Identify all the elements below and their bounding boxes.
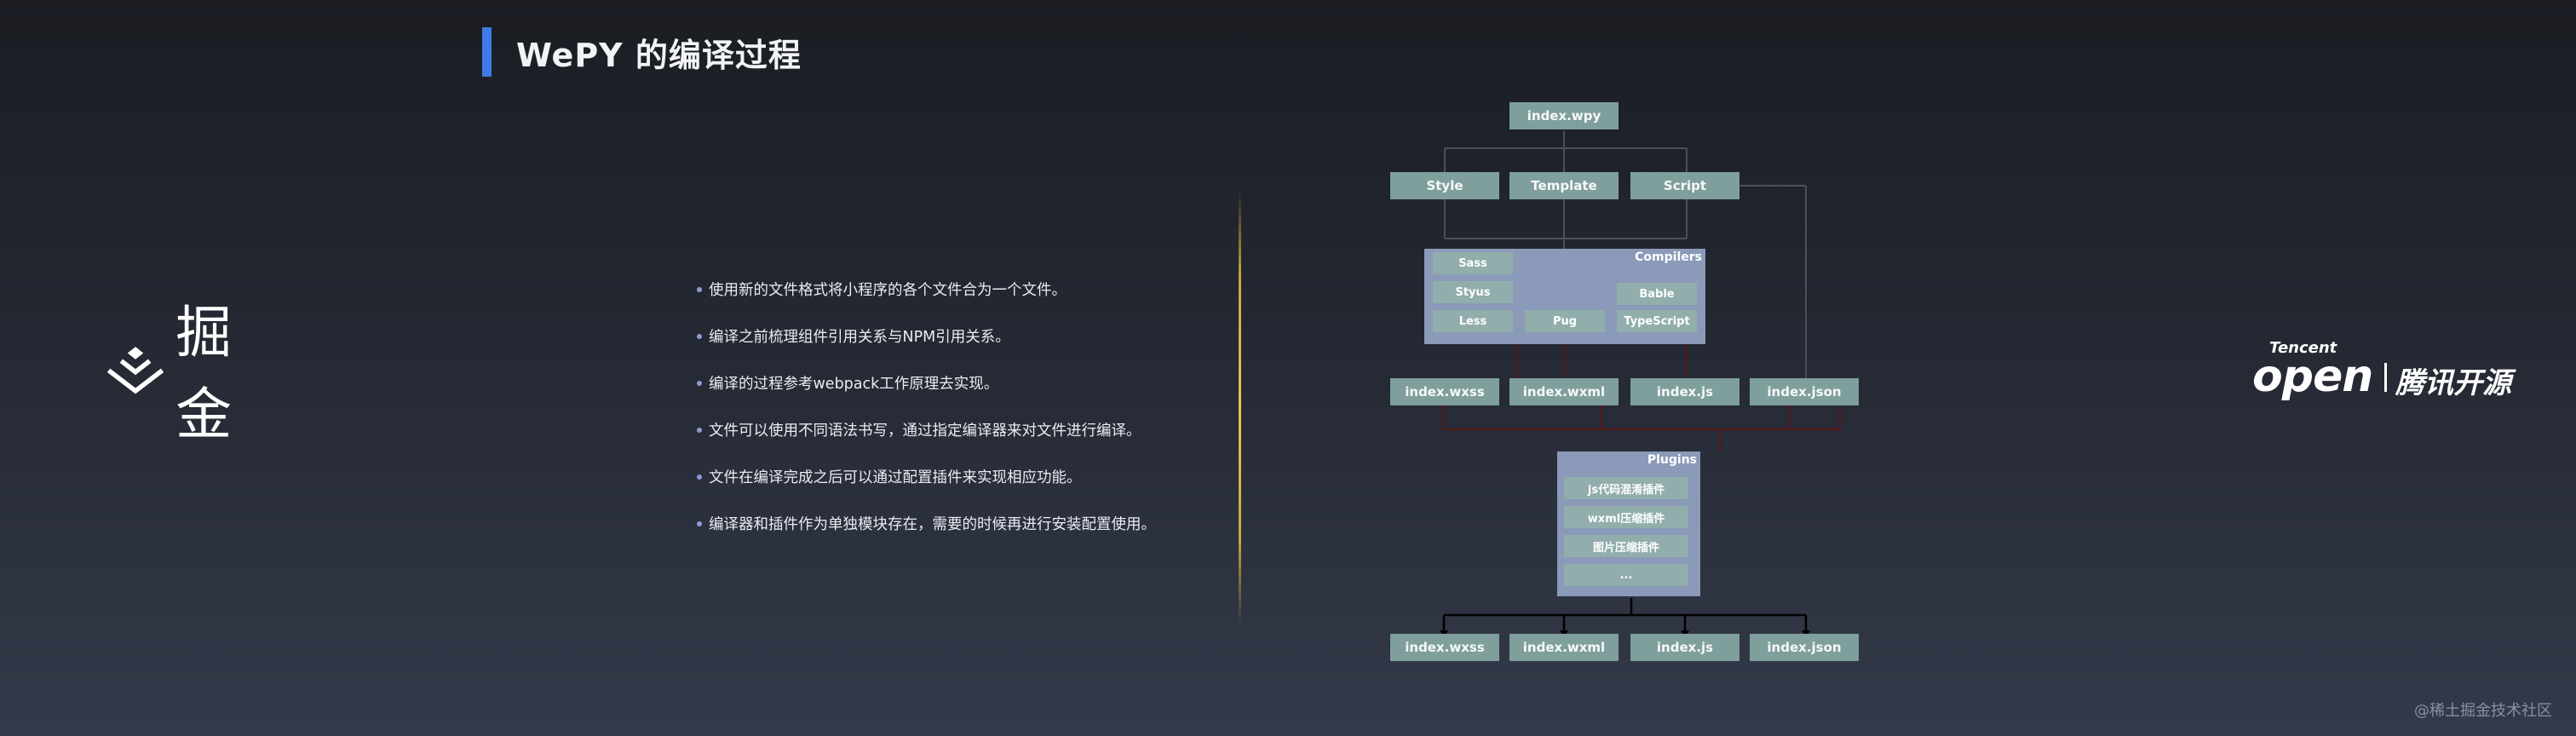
final-output-box: index.js	[1630, 634, 1739, 661]
compiler-item: Pug	[1525, 310, 1605, 332]
slide-title: WePY 的编译过程	[516, 37, 802, 74]
juejin-logo-text: 掘金	[175, 300, 234, 447]
plugins-panel: Plugins js代码混淆插件 wxml压缩插件 图片压缩插件 ...	[1557, 451, 1700, 596]
bullet-dot-icon	[697, 287, 702, 292]
bullet-item: 使用新的文件格式将小程序的各个文件合为一个文件。	[697, 281, 1242, 300]
mid-output-box: index.wxml	[1509, 378, 1619, 405]
compilers-panel-title: Compilers	[1635, 250, 1702, 264]
tencent-logo-open-text: open	[2252, 351, 2373, 402]
final-output-box: index.wxss	[1390, 634, 1499, 661]
bullet-text: 文件在编译完成之后可以通过配置插件来实现相应功能。	[709, 469, 1082, 486]
vertical-divider	[1239, 191, 1241, 625]
juejin-logo-icon	[106, 347, 164, 394]
juejin-logo: 掘金	[104, 300, 283, 447]
watermark: @稀土掘金技术社区	[2414, 702, 2552, 720]
compiler-item: Sass	[1433, 252, 1513, 274]
part-box-script: Script	[1630, 172, 1739, 199]
mid-output-box: index.json	[1750, 378, 1859, 405]
tencent-open-logo: Tencent open 腾讯开源	[2252, 339, 2525, 402]
plugin-item: ...	[1564, 564, 1688, 586]
bullet-dot-icon	[697, 334, 702, 339]
source-file-box: index.wpy	[1509, 102, 1619, 129]
compiler-item: Less	[1433, 310, 1513, 332]
plugin-item: 图片压缩插件	[1564, 535, 1688, 557]
tencent-logo-cn-text: 腾讯开源	[2395, 366, 2511, 400]
part-box-template: Template	[1509, 172, 1619, 199]
diagram-connectors	[1440, 131, 1841, 637]
bullet-item: 文件在编译完成之后可以通过配置插件来实现相应功能。	[697, 469, 1242, 487]
compiler-item: Bable	[1617, 283, 1697, 305]
bullet-item: 编译之前梳理组件引用关系与NPM引用关系。	[697, 328, 1242, 347]
plugin-item: wxml压缩插件	[1564, 506, 1688, 528]
bullet-item: 文件可以使用不同语法书写，通过指定编译器来对文件进行编译。	[697, 422, 1242, 440]
plugins-panel-title: Plugins	[1647, 453, 1697, 467]
compile-flow-diagram: index.wpy Style Template Script Compiler…	[1363, 94, 1891, 673]
bullet-dot-icon	[697, 381, 702, 386]
bullet-text: 编译的过程参考webpack工作原理去实现。	[709, 376, 999, 393]
bullet-text: 文件可以使用不同语法书写，通过指定编译器来对文件进行编译。	[709, 423, 1141, 440]
bullet-dot-icon	[697, 474, 702, 480]
mid-output-box: index.wxss	[1390, 378, 1499, 405]
tencent-logo-small-text: Tencent	[2269, 339, 2337, 357]
compiler-item: Styus	[1433, 281, 1513, 303]
plugin-item: js代码混淆插件	[1564, 477, 1688, 499]
final-output-box: index.json	[1750, 634, 1859, 661]
bullet-dot-icon	[697, 428, 702, 433]
mid-output-box: index.js	[1630, 378, 1739, 405]
part-box-style: Style	[1390, 172, 1499, 199]
final-output-box: index.wxml	[1509, 634, 1619, 661]
bullet-text: 编译器和插件作为单独模块存在，需要的时候再进行安装配置使用。	[709, 516, 1156, 533]
bullet-item: 编译的过程参考webpack工作原理去实现。	[697, 375, 1242, 394]
bullet-text: 编译之前梳理组件引用关系与NPM引用关系。	[709, 329, 1010, 346]
title-accent-bar	[482, 27, 492, 77]
compilers-panel: Compilers Sass Styus Less Pug Bable Type…	[1424, 249, 1705, 344]
compiler-item: TypeScript	[1617, 310, 1697, 332]
bullet-text: 使用新的文件格式将小程序的各个文件合为一个文件。	[709, 282, 1067, 299]
bullet-item: 编译器和插件作为单独模块存在，需要的时候再进行安装配置使用。	[697, 515, 1242, 534]
bullet-list: 使用新的文件格式将小程序的各个文件合为一个文件。 编译之前梳理组件引用关系与NP…	[697, 281, 1242, 562]
tencent-logo-separator	[2384, 363, 2387, 392]
bullet-dot-icon	[697, 521, 702, 526]
